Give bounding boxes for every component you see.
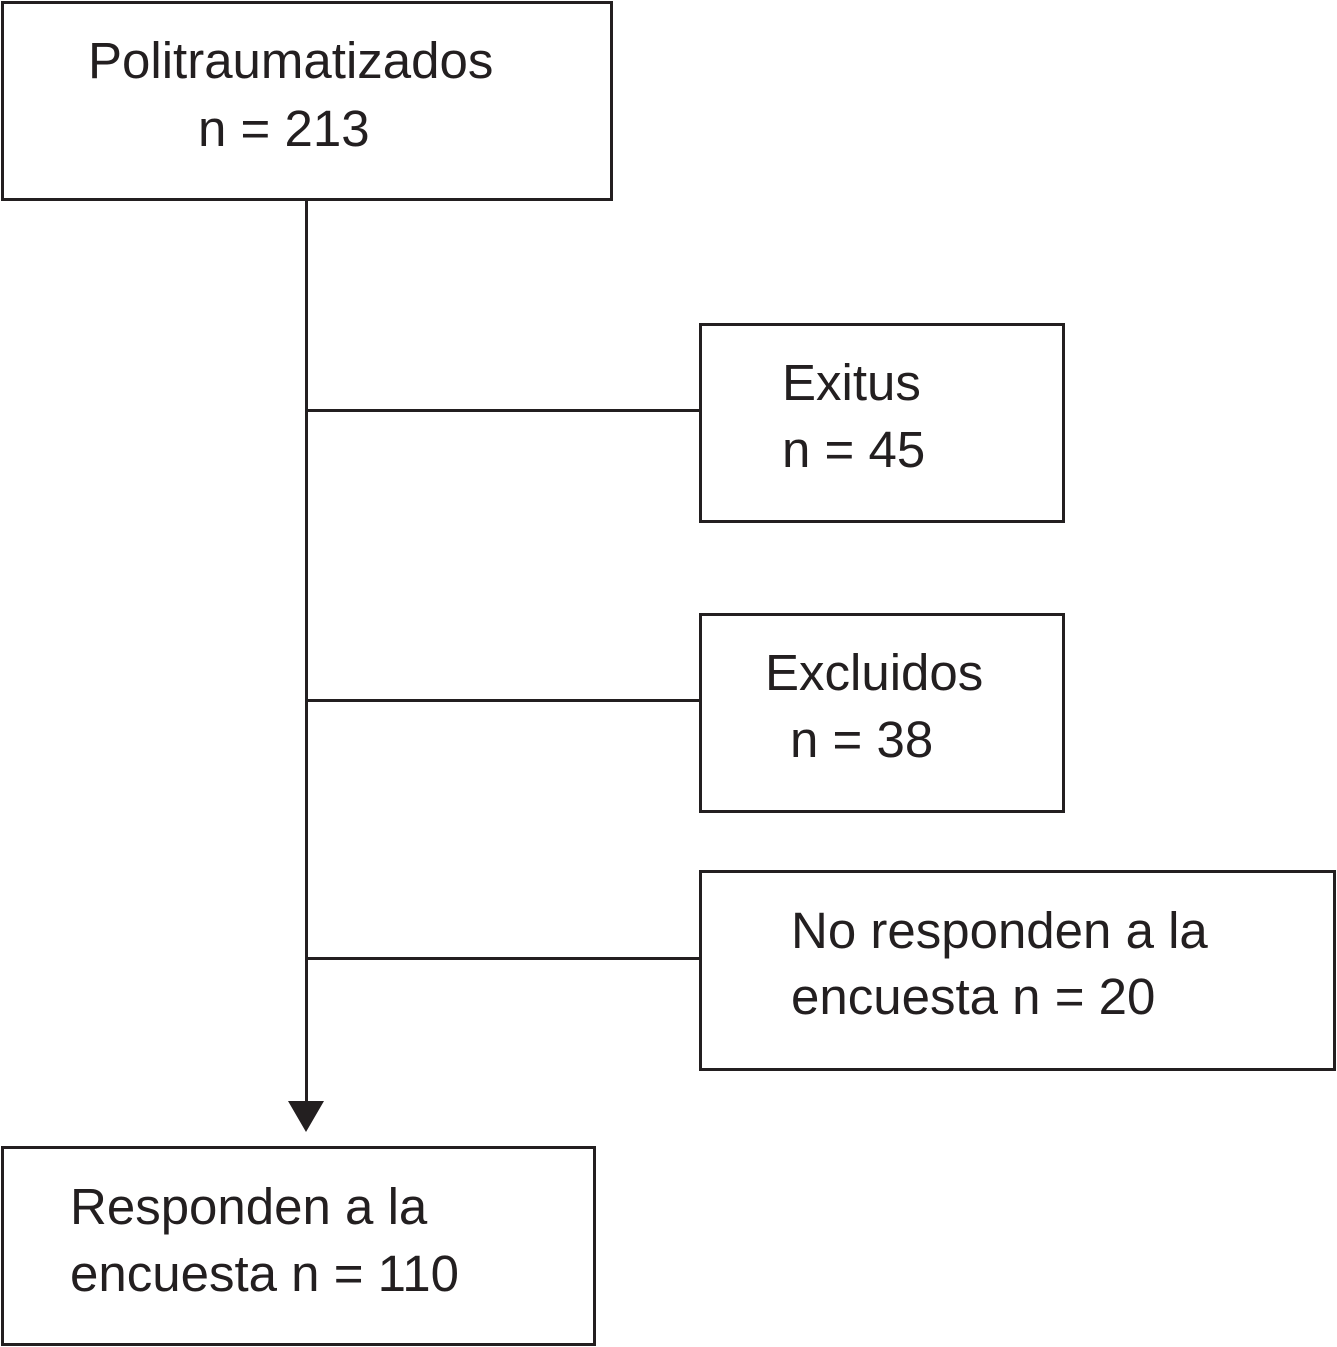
box-excluidos: Excluidos n = 38	[699, 613, 1065, 813]
main-flow-line	[305, 200, 308, 1106]
box-label: No responden a la	[791, 902, 1208, 959]
box-label: Responden a la	[70, 1178, 428, 1235]
box-count: encuesta n = 110	[70, 1245, 459, 1302]
box-count: encuesta n = 20	[791, 968, 1156, 1025]
branch-line-no-responden	[305, 957, 700, 960]
box-exitus: Exitus n = 45	[699, 323, 1065, 523]
box-count: n = 213	[198, 100, 370, 157]
box-label: Exitus	[782, 354, 921, 411]
branch-line-excluidos	[305, 699, 700, 702]
box-no-responden: No responden a la encuesta n = 20	[699, 870, 1336, 1071]
box-label: Politraumatizados	[88, 32, 494, 89]
branch-line-exitus	[305, 409, 700, 412]
box-count: n = 38	[790, 711, 934, 768]
box-politraumatizados: Politraumatizados n = 213	[1, 1, 613, 201]
box-responden: Responden a la encuesta n = 110	[1, 1146, 596, 1346]
box-count: n = 45	[782, 421, 926, 478]
box-label: Excluidos	[765, 644, 984, 701]
arrow-down-icon	[288, 1101, 324, 1132]
